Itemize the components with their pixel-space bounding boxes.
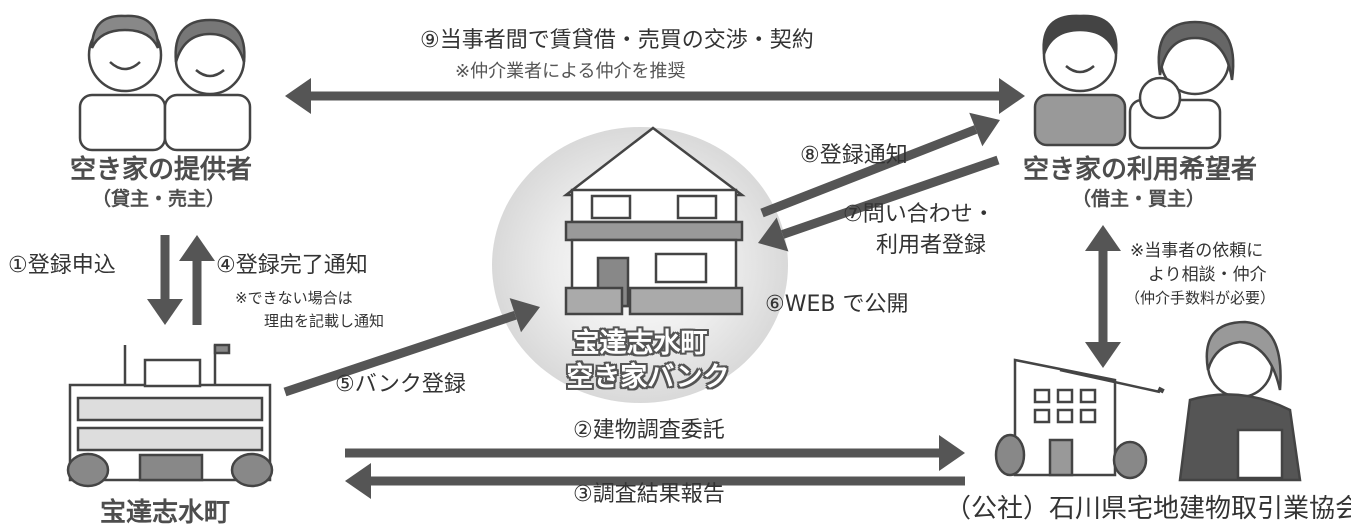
association-note-line1: ※当事者の依頼に <box>1130 241 1264 261</box>
bank-name-line1: 宝達志水町 <box>572 328 708 359</box>
arrow-step-7-head <box>758 217 789 252</box>
arrow-step-5-head <box>509 298 540 333</box>
user-sublabel: （借主・買主） <box>1072 188 1206 210</box>
step-4-label: ④登録完了通知 <box>216 253 368 278</box>
arrow-association-head <box>1085 342 1121 368</box>
user-label: 空き家の利用希望者 <box>1023 155 1258 185</box>
step-5-label: ⑤バンク登録 <box>335 372 466 397</box>
arrow-association-head <box>1085 225 1121 251</box>
arrow-step-2-head <box>939 435 965 471</box>
association-note-line2: より相談・仲介 <box>1148 265 1267 285</box>
provider-couple-icon <box>78 14 252 152</box>
arrow-step-7-shaft <box>781 155 1000 239</box>
provider-sublabel: （貸主・売主） <box>92 188 226 210</box>
town-label: 宝達志水町 <box>100 498 231 528</box>
step-4-note-line2: 理由を記載し通知 <box>264 312 385 330</box>
step-7-label-line1: ⑦問い合わせ・ <box>843 202 995 227</box>
step-1-label: ①登録申込 <box>8 253 116 278</box>
step-7-label-line2: 利用者登録 <box>876 233 987 258</box>
step-9-label: ⑨当事者間で賃貸借・売買の交渉・契約 <box>420 28 814 53</box>
arrow-step-5-shaft <box>283 310 517 397</box>
town-hall-icon <box>66 343 274 488</box>
step-2-label: ②建物調査委託 <box>573 418 725 443</box>
association-label: （公社）石川県宅地建物取引業協会 <box>945 494 1351 524</box>
bank-name-line2: 空き家バンク <box>566 362 730 393</box>
arrow-step-4-head <box>179 235 215 261</box>
step-9-note: ※仲介業者による仲介を推奨 <box>455 61 686 82</box>
arrow-step-3-head <box>345 463 371 499</box>
step-8-label: ⑧登録通知 <box>800 143 908 168</box>
provider-label: 空き家の提供者 <box>70 155 253 185</box>
step-3-label: ③調査結果報告 <box>573 482 725 507</box>
association-note-line3: （仲介手数料が必要） <box>1125 289 1276 307</box>
association-icon <box>994 320 1302 482</box>
user-family-icon <box>1033 14 1235 150</box>
arrow-step-9-head <box>285 78 311 114</box>
arrow-step-9-head <box>999 78 1025 114</box>
step-4-note-line1: ※できない場合は <box>235 289 353 307</box>
arrow-step-8-head <box>969 112 1000 147</box>
arrows <box>147 78 1121 499</box>
house-icon <box>562 126 746 316</box>
arrow-step-1-head <box>147 299 183 325</box>
arrow-step-8-shaft <box>760 125 978 218</box>
step-6-label: ⑥WEB で公開 <box>765 292 909 317</box>
